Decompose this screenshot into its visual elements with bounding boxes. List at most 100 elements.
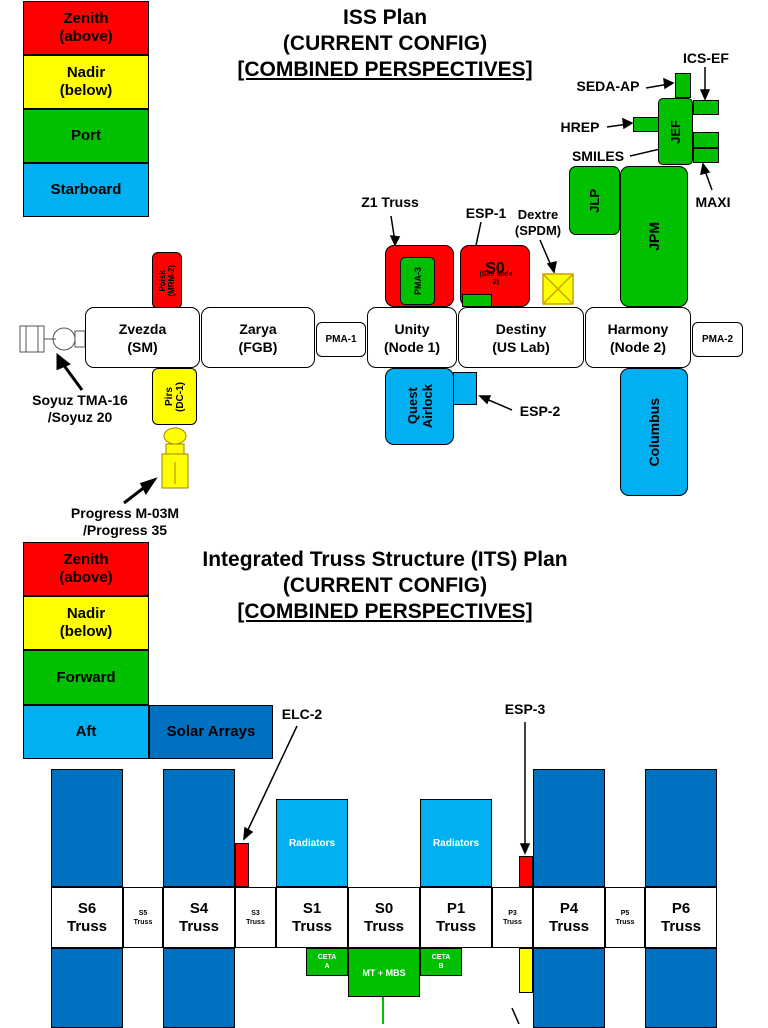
solar-array-p4-bottom[interactable] — [533, 948, 605, 1028]
progress-icon — [161, 427, 189, 489]
zarya-module[interactable]: Zarya (FGB) — [201, 307, 315, 368]
destiny-module[interactable]: Destiny (US Lab) — [458, 307, 584, 368]
jpm-module[interactable]: JPM — [620, 166, 688, 307]
esp3-pallet[interactable] — [519, 856, 533, 887]
esp2-label: ESP-2 — [519, 403, 561, 419]
arrow-seda-ap — [645, 83, 670, 89]
solar-array-s6-bottom[interactable] — [51, 948, 123, 1028]
solar-array-p6-bottom[interactable] — [645, 948, 717, 1028]
solar-array-p6-top[interactable] — [645, 769, 717, 887]
progress-label: Progress M-03M /Progress 35 — [70, 505, 180, 538]
columbus-module[interactable]: Columbus — [620, 368, 688, 496]
radiators-s1[interactable]: Radiators — [276, 799, 348, 887]
ceta-b-cart[interactable]: CETA B — [420, 948, 462, 976]
poisk-module[interactable]: Poisk (MRM-2) — [152, 252, 182, 309]
pma2-module[interactable]: PMA-2 — [692, 322, 743, 357]
arrowhead-maxi — [700, 162, 711, 176]
pirs-module[interactable]: Pirs (DC-1) — [152, 368, 197, 425]
legend-zenith: Zenith (above) — [23, 1, 149, 55]
arrow-z1 — [390, 215, 396, 243]
truss-s4[interactable]: S4 Truss — [163, 887, 235, 948]
arrow-maxi — [703, 167, 713, 191]
s0-note: (See slide 2) — [479, 271, 513, 286]
arrow-nadir-bottom — [511, 1007, 520, 1024]
solar-array-s4-top[interactable] — [163, 769, 235, 887]
s0-label: S0 — [485, 260, 505, 277]
hrep-label: HREP — [560, 119, 600, 135]
mt-mbs[interactable]: MT + MBS — [348, 948, 420, 997]
esp3-label: ESP-3 — [504, 701, 546, 717]
truss-s0[interactable]: S0 Truss — [348, 887, 420, 948]
soyuz-icon — [19, 325, 86, 353]
its-legend-nadir: Nadir (below) — [23, 596, 149, 650]
pma3-module[interactable]: PMA-3 — [400, 257, 435, 305]
truss-s3[interactable]: S3 Truss — [235, 887, 276, 948]
arrowhead-elc2 — [243, 826, 254, 841]
elc2-label: ELC-2 — [281, 706, 323, 722]
truss-p6[interactable]: P6 Truss — [645, 887, 717, 948]
harmony-module[interactable]: Harmony (Node 2) — [585, 307, 691, 368]
hrep-payload[interactable] — [633, 117, 659, 132]
ics-ef-label: ICS-EF — [683, 50, 729, 66]
unity-module[interactable]: Unity (Node 1) — [367, 307, 457, 368]
dextre-label: Dextre (SPDM) — [514, 207, 562, 238]
solar-array-s4-bottom[interactable] — [163, 948, 235, 1028]
truss-p5[interactable]: P5 Truss — [605, 887, 645, 948]
zvezda-module[interactable]: Zvezda (SM) — [85, 307, 200, 368]
arrowhead-seda-ap — [663, 77, 675, 90]
ceta-a-cart[interactable]: CETA A — [306, 948, 348, 976]
arrowhead-soyuz — [56, 352, 71, 371]
iss-subtitle: (CURRENT CONFIG) — [282, 32, 488, 55]
quest-airlock-module[interactable]: Quest Airlock — [385, 368, 454, 445]
smiles-payload[interactable] — [693, 132, 719, 148]
arrowhead-ics-ef — [699, 89, 711, 101]
truss-p1[interactable]: P1 Truss — [420, 887, 492, 948]
esp2-pallet[interactable] — [453, 372, 477, 405]
iss-title: ISS Plan — [342, 6, 428, 29]
ics-ef-payload[interactable] — [693, 100, 719, 115]
its-perspective-text: [COMBINED PERSPECTIVES] — [237, 600, 533, 623]
soyuz-label: Soyuz TMA-16 /Soyuz 20 — [32, 392, 128, 425]
legend-nadir: Nadir (below) — [23, 55, 149, 109]
solar-array-p4-top[interactable] — [533, 769, 605, 887]
arrowhead-z1 — [389, 235, 401, 247]
arrowhead-esp2 — [478, 395, 492, 405]
legend-starboard: Starboard — [23, 163, 149, 217]
its-legend-aft: Aft — [23, 705, 149, 759]
solar-array-s6-top[interactable] — [51, 769, 123, 887]
its-legend-forward: Forward — [23, 650, 149, 705]
arrowhead-esp3 — [519, 843, 531, 855]
smiles-label: SMILES — [571, 148, 625, 164]
z1-truss-label: Z1 Truss — [361, 194, 419, 210]
dextre-icon — [542, 273, 574, 305]
legend-port: Port — [23, 109, 149, 163]
radiators-p1[interactable]: Radiators — [420, 799, 492, 887]
truss-p3[interactable]: P3 Truss — [492, 887, 533, 948]
its-subtitle: (CURRENT CONFIG) — [282, 574, 488, 597]
arrow-soyuz — [58, 359, 84, 391]
arrow-esp2 — [483, 397, 513, 411]
its-perspective: [COMBINED PERSPECTIVES] — [150, 599, 620, 625]
jlp-module[interactable]: JLP — [569, 166, 620, 235]
arrow-progress — [123, 481, 151, 505]
arrow-hrep — [606, 123, 629, 128]
elc2-carrier[interactable] — [235, 843, 249, 887]
maxi-label: MAXI — [695, 194, 731, 210]
iss-perspective: [COMBINED PERSPECTIVES] — [150, 57, 620, 83]
jef-module[interactable]: JEF — [658, 98, 693, 165]
nadir-payload-p3[interactable] — [519, 948, 533, 993]
esp1-label: ESP-1 — [465, 205, 507, 221]
esp1-pallet[interactable] — [462, 294, 492, 307]
arrowhead-hrep — [622, 117, 634, 130]
truss-s1[interactable]: S1 Truss — [276, 887, 348, 948]
its-title: Integrated Truss Structure (ITS) Plan — [202, 548, 568, 571]
maxi-payload[interactable] — [693, 148, 719, 163]
pma1-module[interactable]: PMA-1 — [316, 322, 366, 357]
truss-s6[interactable]: S6 Truss — [51, 887, 123, 948]
arrow-dextre — [539, 239, 553, 269]
arrowhead-dextre — [546, 260, 557, 274]
seda-ap-label: SEDA-AP — [576, 78, 640, 94]
seda-ap-payload[interactable] — [675, 73, 691, 98]
truss-s5[interactable]: S5 Truss — [123, 887, 163, 948]
truss-p4[interactable]: P4 Truss — [533, 887, 605, 948]
